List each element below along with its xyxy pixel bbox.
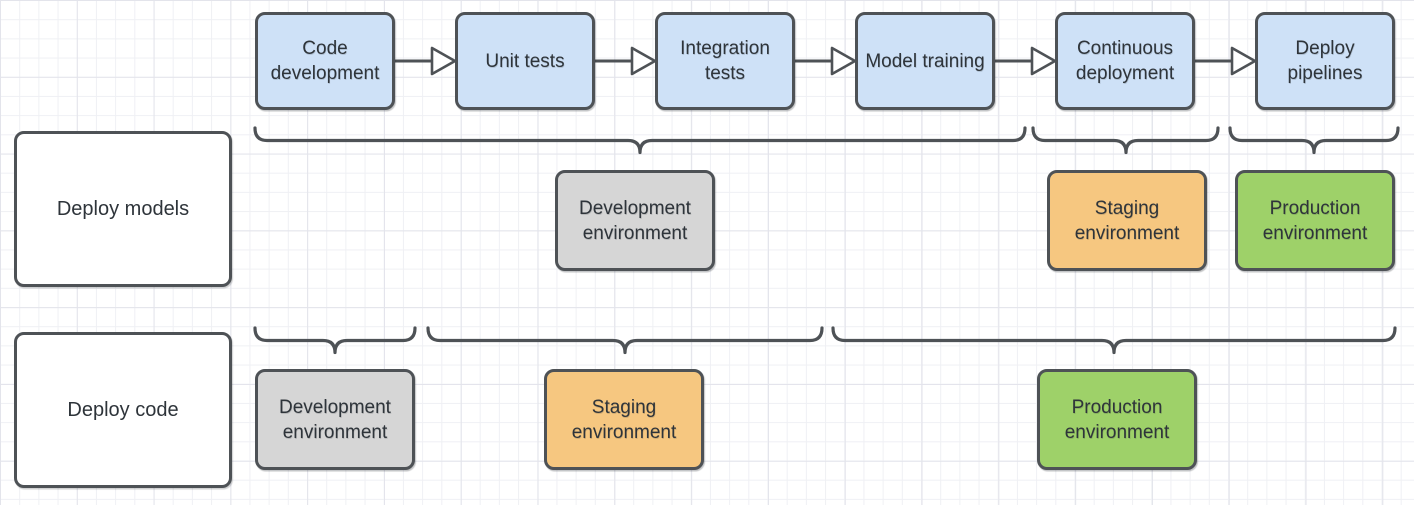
row-label-text: Deploy code xyxy=(67,398,179,421)
env-label: Staging environment xyxy=(1074,197,1180,244)
arrow-connector[interactable] xyxy=(395,46,457,76)
arrow-connector[interactable] xyxy=(1195,46,1257,76)
row-label-deploy-models[interactable]: Deploy models xyxy=(14,131,232,287)
brace-models-staging[interactable] xyxy=(1031,126,1220,155)
env-label: Development environment xyxy=(579,197,691,244)
stage-label: Unit tests xyxy=(485,50,565,72)
brace-code-development[interactable] xyxy=(253,326,417,355)
env-label: Development environment xyxy=(279,396,391,443)
brace-code-staging[interactable] xyxy=(426,326,824,355)
brace-models-production[interactable] xyxy=(1228,126,1400,155)
row-label-deploy-code[interactable]: Deploy code xyxy=(14,332,232,488)
env-label: Staging environment xyxy=(571,396,677,443)
stage-label: Model training xyxy=(865,50,985,72)
arrowhead-icon xyxy=(830,46,857,76)
arrow-connector[interactable] xyxy=(595,46,657,76)
stage-label: Code development xyxy=(270,38,380,84)
arrowhead-icon xyxy=(1230,46,1257,76)
env-box-code-staging[interactable]: Staging environment xyxy=(544,369,704,470)
stage-box-continuous-deployment[interactable]: Continuous deployment xyxy=(1055,12,1195,110)
env-label: Production environment xyxy=(1064,396,1170,443)
env-label: Production environment xyxy=(1262,197,1368,244)
env-box-models-production[interactable]: Production environment xyxy=(1235,170,1395,271)
stage-label: Integration tests xyxy=(680,38,770,84)
stage-box-model-training[interactable]: Model training xyxy=(855,12,995,110)
arrowhead-icon xyxy=(630,46,657,76)
stage-box-code-development[interactable]: Code development xyxy=(255,12,395,110)
stage-label: Continuous deployment xyxy=(1075,38,1175,84)
stage-box-integration-tests[interactable]: Integration tests xyxy=(655,12,795,110)
stage-box-unit-tests[interactable]: Unit tests xyxy=(455,12,595,110)
env-box-code-production[interactable]: Production environment xyxy=(1037,369,1197,470)
arrowhead-icon xyxy=(1030,46,1057,76)
arrowhead-icon xyxy=(430,46,457,76)
brace-models-development[interactable] xyxy=(253,126,1027,155)
env-box-models-development[interactable]: Development environment xyxy=(555,170,715,271)
arrow-connector[interactable] xyxy=(795,46,857,76)
stage-box-deploy-pipelines[interactable]: Deploy pipelines xyxy=(1255,12,1395,110)
stage-label: Deploy pipelines xyxy=(1287,38,1363,84)
row-label-text: Deploy models xyxy=(56,197,190,220)
arrow-connector[interactable] xyxy=(995,46,1057,76)
env-box-models-staging[interactable]: Staging environment xyxy=(1047,170,1207,271)
env-box-code-development[interactable]: Development environment xyxy=(255,369,415,470)
brace-code-production[interactable] xyxy=(831,326,1397,355)
